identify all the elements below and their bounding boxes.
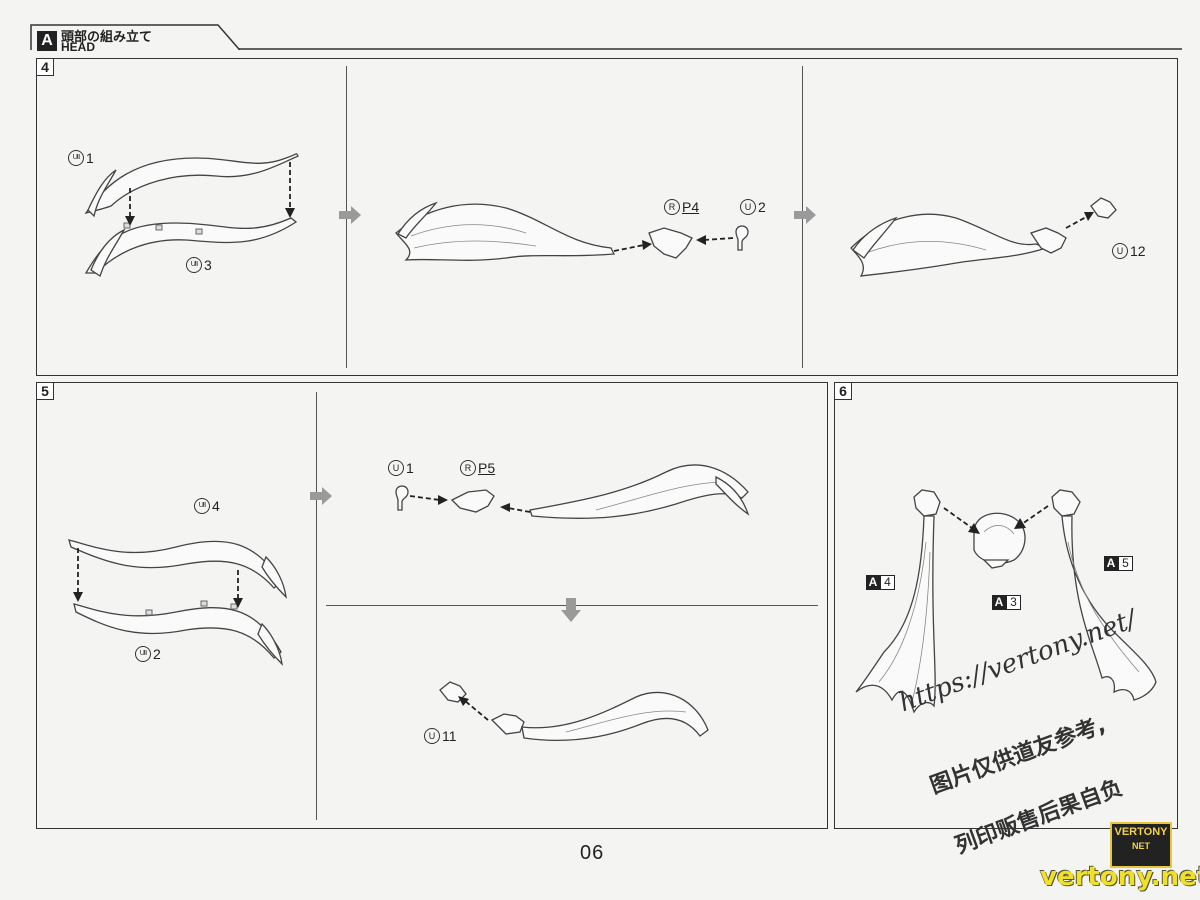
hair-assembly-step5 bbox=[439, 681, 709, 741]
right-twintail-a5 bbox=[1051, 489, 1157, 701]
down-arrow-icon bbox=[561, 598, 581, 622]
step-5-divider bbox=[316, 392, 317, 820]
step-5-panel: 5 bbox=[36, 382, 828, 829]
head-a3 bbox=[973, 512, 1026, 569]
ball-joint-u-1 bbox=[395, 485, 409, 511]
hair-strand-step5 bbox=[529, 464, 750, 519]
step-6-illustration bbox=[855, 489, 1157, 714]
section-letter: A bbox=[37, 31, 57, 51]
step-4-panel: 4 bbox=[36, 58, 1178, 376]
hair-part-u2-3 bbox=[84, 217, 298, 278]
page-number: 06 bbox=[580, 842, 605, 864]
section-title-en: HEAD bbox=[61, 40, 96, 54]
step-6-number: 6 bbox=[834, 382, 852, 400]
hair-part-u2-1 bbox=[84, 153, 299, 218]
step-5-illustration bbox=[68, 464, 750, 741]
hair-joint-p5 bbox=[450, 489, 495, 513]
header-rule bbox=[238, 48, 1182, 50]
section-title-jp: 頭部の組み立て bbox=[61, 30, 153, 45]
hair-joint-p4 bbox=[648, 227, 693, 259]
left-twintail-a4 bbox=[855, 489, 941, 714]
step-4-number: 4 bbox=[36, 58, 54, 76]
next-arrow-icon bbox=[339, 206, 361, 224]
hair-part-u2-2 bbox=[73, 600, 283, 666]
step-6-panel: 6 bbox=[834, 382, 1178, 829]
hair-part-u2-4 bbox=[68, 539, 287, 599]
watermark-site: vertony.net bbox=[1040, 862, 1200, 892]
hair-assembly-step4-final bbox=[850, 197, 1117, 277]
next-arrow-icon bbox=[794, 206, 816, 224]
ball-joint-u-2 bbox=[735, 225, 749, 251]
next-arrow-icon bbox=[310, 487, 332, 505]
vertony-logo: VERTONY NET bbox=[1110, 822, 1172, 868]
step-4-illustration bbox=[84, 153, 1117, 278]
step-5-number: 5 bbox=[36, 382, 54, 400]
hair-assembly-step4 bbox=[395, 201, 616, 261]
